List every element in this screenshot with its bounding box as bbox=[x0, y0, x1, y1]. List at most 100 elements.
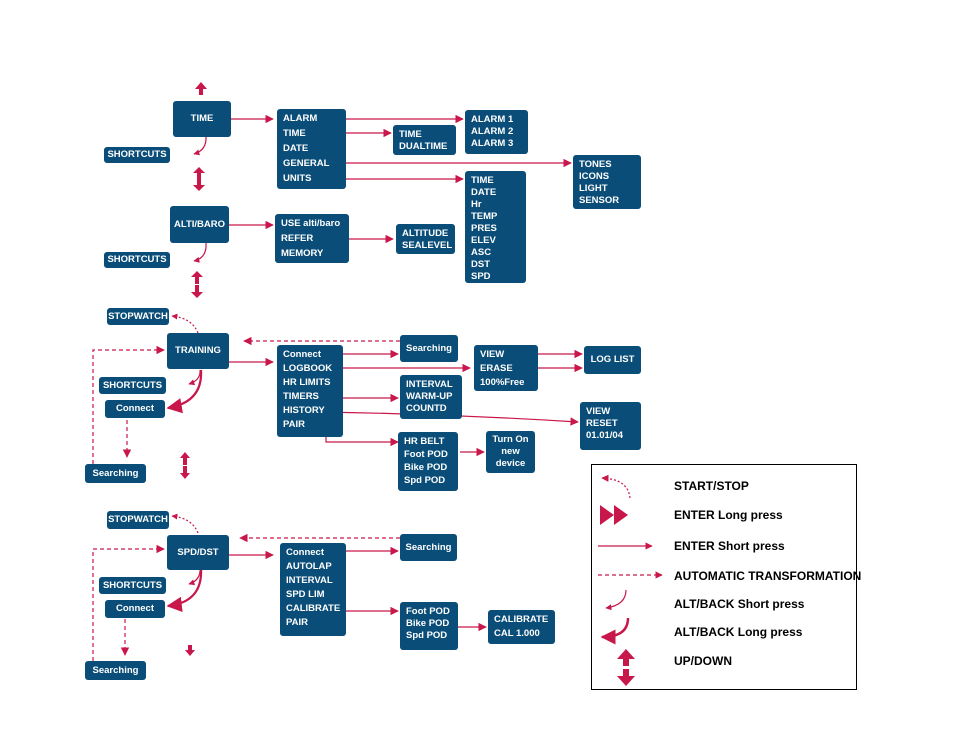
submenu-item[interactable]: COUNTD bbox=[406, 403, 447, 414]
submenu-item-free: 100%Free bbox=[480, 377, 525, 388]
submenu-item[interactable]: ICONS bbox=[579, 171, 610, 182]
submenu-item[interactable]: Hr bbox=[471, 199, 482, 210]
menu-item-time[interactable]: TIME bbox=[283, 128, 306, 139]
submenu-item[interactable]: TIME bbox=[399, 129, 422, 140]
searching-label: Searching bbox=[405, 541, 452, 553]
menu-item-date[interactable]: DATE bbox=[283, 143, 309, 154]
submenu-item[interactable]: RESET bbox=[586, 418, 618, 429]
time-menu-title[interactable]: TIME bbox=[173, 101, 231, 137]
submenu-item[interactable]: INTERVAL bbox=[406, 379, 453, 390]
submenu-item[interactable]: ALTITUDE bbox=[402, 228, 449, 239]
training-stopwatch-button[interactable]: STOPWATCH bbox=[107, 308, 169, 325]
submenu-item[interactable]: TIME bbox=[471, 175, 494, 186]
submenu-item[interactable]: ELEV bbox=[471, 235, 496, 246]
spd-stopwatch-button[interactable]: STOPWATCH bbox=[107, 511, 169, 529]
alti-shortcuts-button[interactable]: SHORTCUTS bbox=[104, 252, 170, 268]
submenu-item[interactable]: DUALTIME bbox=[399, 141, 448, 152]
submenu-item[interactable]: Spd POD bbox=[406, 630, 448, 641]
training-searching-left: Searching bbox=[85, 464, 146, 483]
submenu-item[interactable]: HR BELT bbox=[404, 436, 445, 447]
searching-label: Searching bbox=[92, 467, 139, 479]
history-submenu: VIEW RESET 01.01/04 bbox=[580, 402, 641, 450]
alti-menu-title[interactable]: ALTI/BARO bbox=[170, 206, 229, 243]
submenu-item[interactable]: SEALEVEL bbox=[402, 240, 453, 251]
spd-searching-left: Searching bbox=[85, 661, 146, 680]
menu-item-autolap[interactable]: AUTOLAP bbox=[286, 561, 332, 572]
turn-on-line: device bbox=[495, 458, 526, 469]
calibrate-submenu: Foot POD Bike POD Spd POD bbox=[400, 602, 458, 650]
refer-submenu: ALTITUDE SEALEVEL bbox=[396, 224, 455, 254]
submenu-item[interactable]: ASC bbox=[471, 247, 492, 258]
stopwatch-label: STOPWATCH bbox=[108, 514, 168, 525]
pair-submenu: HR BELT Foot POD Bike POD Spd POD bbox=[398, 432, 458, 491]
submenu-item[interactable]: LIGHT bbox=[579, 183, 608, 194]
submenu-item[interactable]: Bike POD bbox=[406, 618, 450, 629]
submenu-item[interactable]: Bike POD bbox=[404, 462, 448, 473]
submenu-item[interactable]: DATE bbox=[471, 187, 497, 198]
training-shortcuts-button[interactable]: SHORTCUTS bbox=[99, 377, 166, 394]
submenu-item[interactable]: ALARM 1 bbox=[471, 114, 514, 125]
menu-item-hr-limits[interactable]: HR LIMITS bbox=[283, 377, 331, 388]
submenu-item[interactable]: CALIBRATE bbox=[494, 614, 549, 625]
menu-item-history[interactable]: HISTORY bbox=[283, 405, 325, 416]
spd-connect-button[interactable]: Connect bbox=[105, 600, 165, 618]
submenu-item[interactable]: TONES bbox=[579, 159, 612, 170]
menu-item-timers[interactable]: TIMERS bbox=[283, 391, 319, 402]
menu-item-logbook[interactable]: LOGBOOK bbox=[283, 363, 333, 374]
legend-alt-short: ALT/BACK Short press bbox=[674, 597, 805, 611]
menu-item-general[interactable]: GENERAL bbox=[283, 158, 330, 169]
submenu-item[interactable]: SPD bbox=[471, 271, 491, 282]
menu-item-memory[interactable]: MEMORY bbox=[281, 248, 324, 259]
training-menu-title[interactable]: TRAINING bbox=[167, 333, 229, 369]
spd-items-menu: Connect AUTOLAP INTERVAL SPD LIM CALIBRA… bbox=[280, 543, 346, 636]
legend-start-stop: START/STOP bbox=[674, 479, 749, 493]
submenu-item[interactable]: PRES bbox=[471, 223, 497, 234]
legend-alt-short-symbol bbox=[605, 589, 627, 611]
submenu-item[interactable]: DST bbox=[471, 259, 490, 270]
training-connect-button[interactable]: Connect bbox=[105, 400, 165, 418]
legend-automatic: AUTOMATIC TRANSFORMATION bbox=[674, 569, 862, 583]
menu-item-pair[interactable]: PAIR bbox=[283, 419, 305, 430]
spd-searching: Searching bbox=[400, 534, 457, 561]
submenu-item[interactable]: WARM-UP bbox=[406, 391, 453, 402]
menu-item-units[interactable]: UNITS bbox=[283, 173, 312, 184]
shortcuts-label: SHORTCUTS bbox=[107, 254, 167, 265]
submenu-item-view[interactable]: VIEW bbox=[480, 349, 505, 360]
submenu-item[interactable]: ALARM 3 bbox=[471, 138, 514, 149]
searching-label: Searching bbox=[406, 342, 452, 354]
spd-shortcuts-button[interactable]: SHORTCUTS bbox=[99, 577, 166, 594]
turn-on-line: Turn On bbox=[492, 434, 529, 445]
submenu-item[interactable]: Spd POD bbox=[404, 475, 446, 486]
submenu-item[interactable]: VIEW bbox=[586, 406, 611, 417]
menu-item-spd-lim[interactable]: SPD LIM bbox=[286, 589, 325, 600]
menu-item-connect[interactable]: Connect bbox=[283, 349, 321, 360]
connect-label: Connect bbox=[116, 603, 154, 614]
spd-title-label: SPD/DST bbox=[177, 546, 219, 558]
turn-on-device-box: Turn On new device bbox=[486, 431, 535, 473]
submenu-item[interactable]: ALARM 2 bbox=[471, 126, 514, 137]
submenu-item-erase[interactable]: ERASE bbox=[480, 363, 513, 374]
logbook-submenu: VIEW ERASE 100%Free bbox=[474, 345, 538, 391]
submenu-item[interactable]: Foot POD bbox=[404, 449, 448, 460]
submenu-item[interactable]: Foot POD bbox=[406, 606, 450, 617]
menu-item-connect[interactable]: Connect bbox=[286, 547, 324, 558]
timers-submenu: INTERVAL WARM-UP COUNTD bbox=[400, 375, 462, 419]
submenu-item[interactable]: SENSOR bbox=[579, 195, 620, 206]
units-submenu: TIME DATE Hr TEMP PRES ELEV ASC DST SPD bbox=[465, 171, 526, 283]
time-title-label: TIME bbox=[190, 113, 214, 124]
legend-enter-short: ENTER Short press bbox=[674, 539, 785, 553]
menu-item-pair[interactable]: PAIR bbox=[286, 617, 308, 628]
menu-item-calibrate[interactable]: CALIBRATE bbox=[286, 603, 341, 614]
menu-item-refer[interactable]: REFER bbox=[281, 233, 314, 244]
spd-menu-title[interactable]: SPD/DST bbox=[167, 535, 229, 570]
submenu-item[interactable]: TEMP bbox=[471, 211, 498, 222]
menu-item-alarm[interactable]: ALARM bbox=[283, 113, 318, 124]
log-list-box[interactable]: LOG LIST bbox=[584, 346, 641, 374]
menu-item-use-alti[interactable]: USE alti/baro bbox=[281, 218, 341, 229]
shortcuts-label: SHORTCUTS bbox=[102, 379, 163, 391]
searching-label: Searching bbox=[92, 664, 139, 676]
menu-item-interval[interactable]: INTERVAL bbox=[286, 575, 333, 586]
legend-alt-long: ALT/BACK Long press bbox=[674, 625, 803, 639]
legend-box: START/STOP ENTER Long press ENTER Short … bbox=[591, 464, 861, 690]
time-shortcuts-button[interactable]: SHORTCUTS bbox=[104, 147, 170, 163]
